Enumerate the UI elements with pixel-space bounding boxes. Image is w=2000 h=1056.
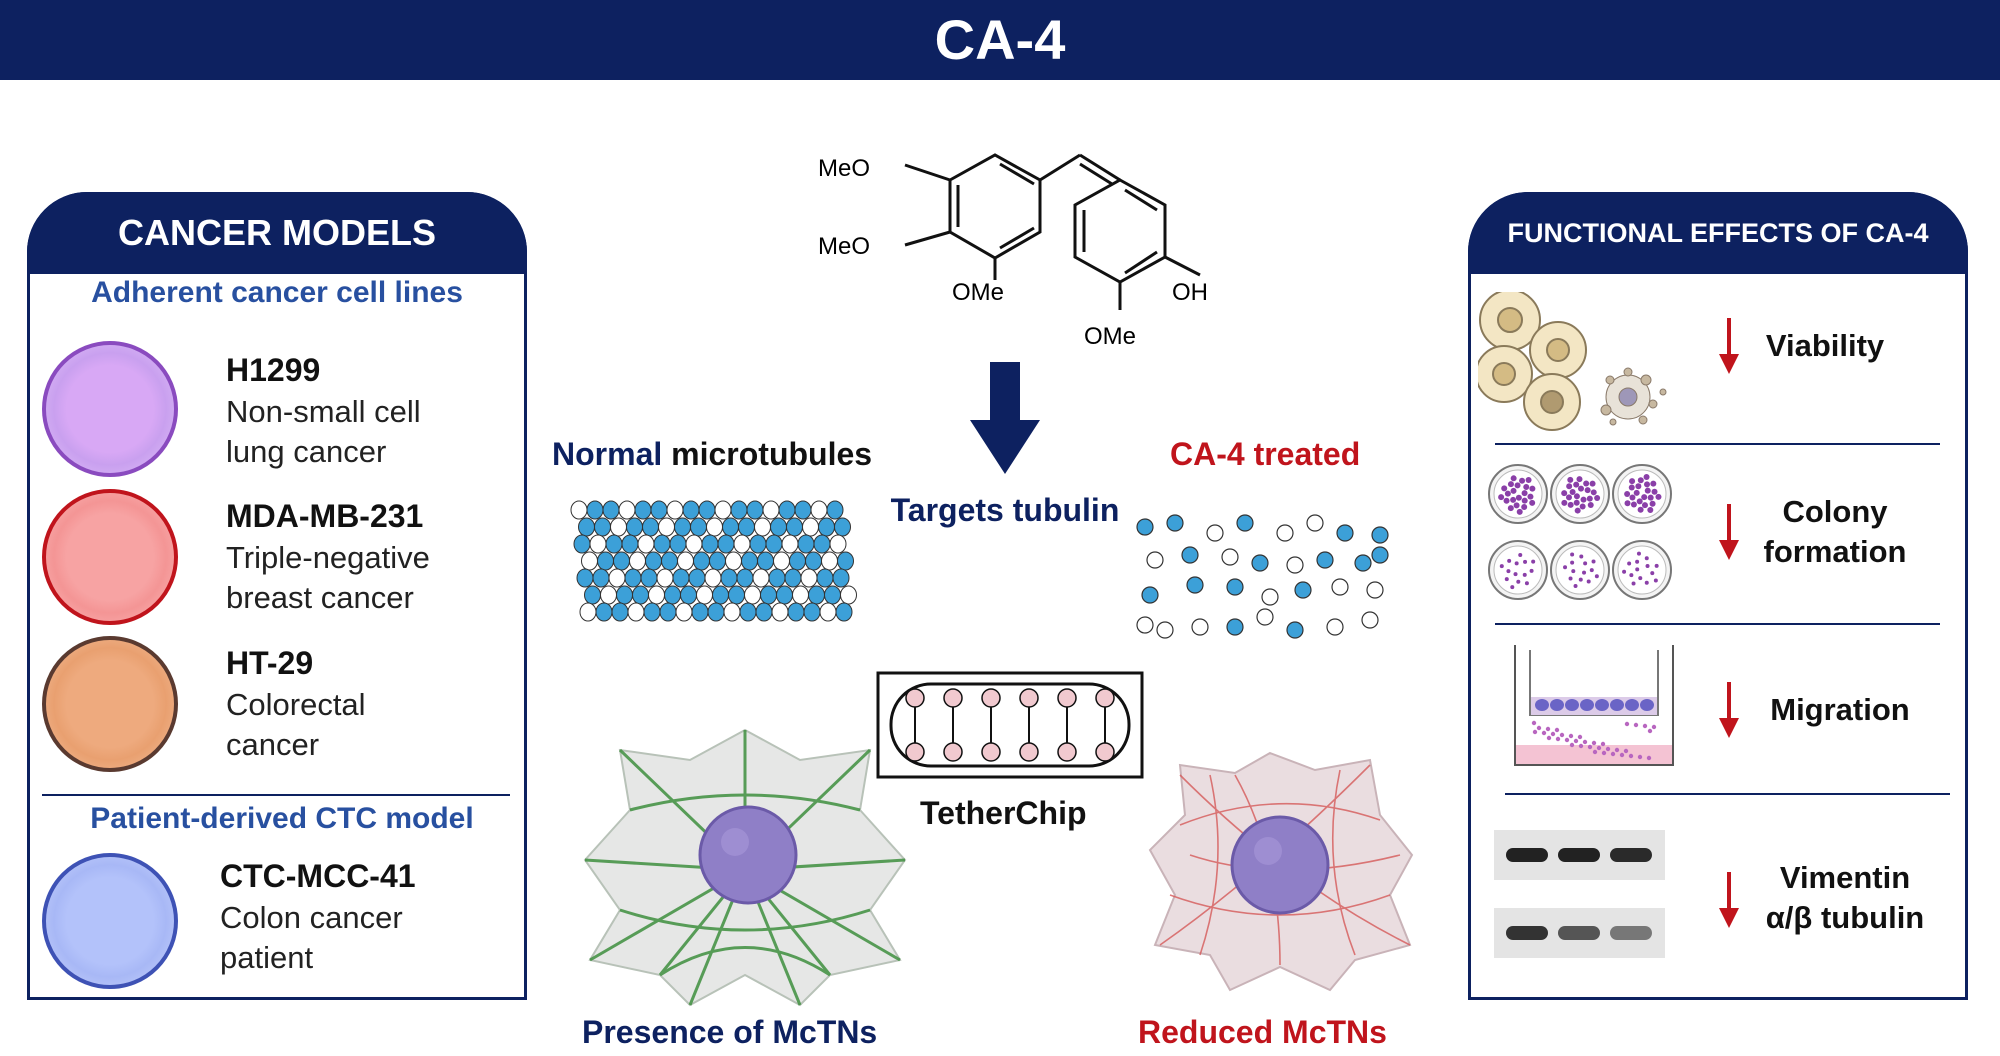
effects-divider-3 bbox=[1505, 793, 1950, 795]
cell-desc-ht29-line2: cancer bbox=[226, 727, 320, 762]
cell-name-mda-mb-231: MDA-MB-231 bbox=[226, 498, 424, 534]
tetherchip-icon bbox=[876, 671, 1144, 779]
tetherchip-label: TetherChip bbox=[920, 795, 1087, 831]
group-label-2: MeO bbox=[818, 233, 870, 260]
mctns-reduced-cell-icon bbox=[1148, 751, 1414, 992]
cell-name-ht-29: HT-29 bbox=[226, 645, 314, 681]
cancer-models-header: CANCER MODELS bbox=[27, 192, 527, 274]
free-tubulin-icon bbox=[1136, 514, 1389, 639]
effects-header: FUNCTIONAL EFFECTS OF CA-4 bbox=[1468, 192, 1968, 274]
models-divider bbox=[42, 794, 510, 796]
cell-icon-ht-29 bbox=[42, 636, 178, 772]
down-arrow-icon bbox=[970, 362, 1040, 474]
effect-colony-label-line1: Colony bbox=[1782, 494, 1888, 529]
ca4-structure: MeO MeO OMe OH OMe bbox=[818, 153, 1208, 350]
reduced-label: Reduced McTNs bbox=[1138, 1014, 1387, 1050]
effects-divider-2 bbox=[1495, 623, 1940, 625]
effect-vimentin-label-line1: Vimentin bbox=[1779, 860, 1911, 895]
cell-desc-ctc-line2: patient bbox=[220, 940, 314, 975]
effects-title: FUNCTIONAL EFFECTS OF CA-4 bbox=[1507, 218, 1929, 248]
cell-desc-h1299-line1: Non-small cell bbox=[226, 394, 421, 429]
viability-cells-icon bbox=[1478, 292, 1667, 431]
cell-icon-h1299 bbox=[42, 341, 178, 477]
cancer-models-title: CANCER MODELS bbox=[117, 212, 436, 253]
cell-desc-mda-line2: breast cancer bbox=[226, 580, 414, 615]
title-bar: CA-4 bbox=[0, 0, 2000, 80]
effect-migration-label: Migration bbox=[1770, 692, 1910, 727]
western-blot-icon bbox=[1494, 830, 1665, 958]
mctns-present-cell-icon bbox=[583, 728, 907, 1007]
down-arrow-vimentin-icon bbox=[1716, 872, 1742, 933]
cell-desc-ctc-line1: Colon cancer bbox=[220, 900, 403, 935]
cell-name-ctc-mcc-41: CTC-MCC-41 bbox=[220, 858, 416, 894]
treated-label: CA-4 treated bbox=[1170, 436, 1361, 472]
group-label-5: OMe bbox=[1084, 323, 1136, 350]
ctc-label: Patient-derived CTC model bbox=[90, 802, 474, 835]
group-label-4: OH bbox=[1172, 279, 1208, 306]
group-label-1: MeO bbox=[818, 155, 870, 182]
colony-plates-icon bbox=[1488, 464, 1672, 600]
cell-desc-ht29-line1: Colorectal bbox=[226, 687, 366, 722]
presence-label: Presence of McTNs bbox=[582, 1014, 878, 1050]
down-arrow-viability-icon bbox=[1716, 318, 1742, 379]
cell-icon-ctc-mcc-41 bbox=[42, 853, 178, 989]
group-label-3: OMe bbox=[952, 279, 1004, 306]
down-arrow-migration-icon bbox=[1716, 682, 1742, 743]
cell-name-h1299: H1299 bbox=[226, 352, 321, 388]
cell-desc-h1299-line2: lung cancer bbox=[226, 434, 387, 469]
page-title: CA-4 bbox=[934, 8, 1066, 71]
cell-desc-mda-line1: Triple-negative bbox=[226, 540, 430, 575]
effects-divider-1 bbox=[1495, 443, 1940, 445]
migration-transwell-icon bbox=[1514, 645, 1674, 766]
targets-label: Targets tubulin bbox=[890, 492, 1120, 528]
cell-icon-mda-mb-231 bbox=[42, 489, 178, 625]
microtubule-icon bbox=[570, 500, 857, 622]
effect-colony-label-line2: formation bbox=[1763, 534, 1907, 569]
normal-microtubules-label: Normal microtubules bbox=[552, 436, 872, 473]
effect-viability-label: Viability bbox=[1765, 328, 1885, 363]
normal-rest: microtubules bbox=[662, 436, 873, 472]
down-arrow-colony-icon bbox=[1716, 504, 1742, 565]
effect-vimentin-label-line2: α/β tubulin bbox=[1765, 900, 1925, 935]
adherent-label: Adherent cancer cell lines bbox=[91, 276, 463, 309]
normal-word: Normal bbox=[552, 436, 663, 472]
